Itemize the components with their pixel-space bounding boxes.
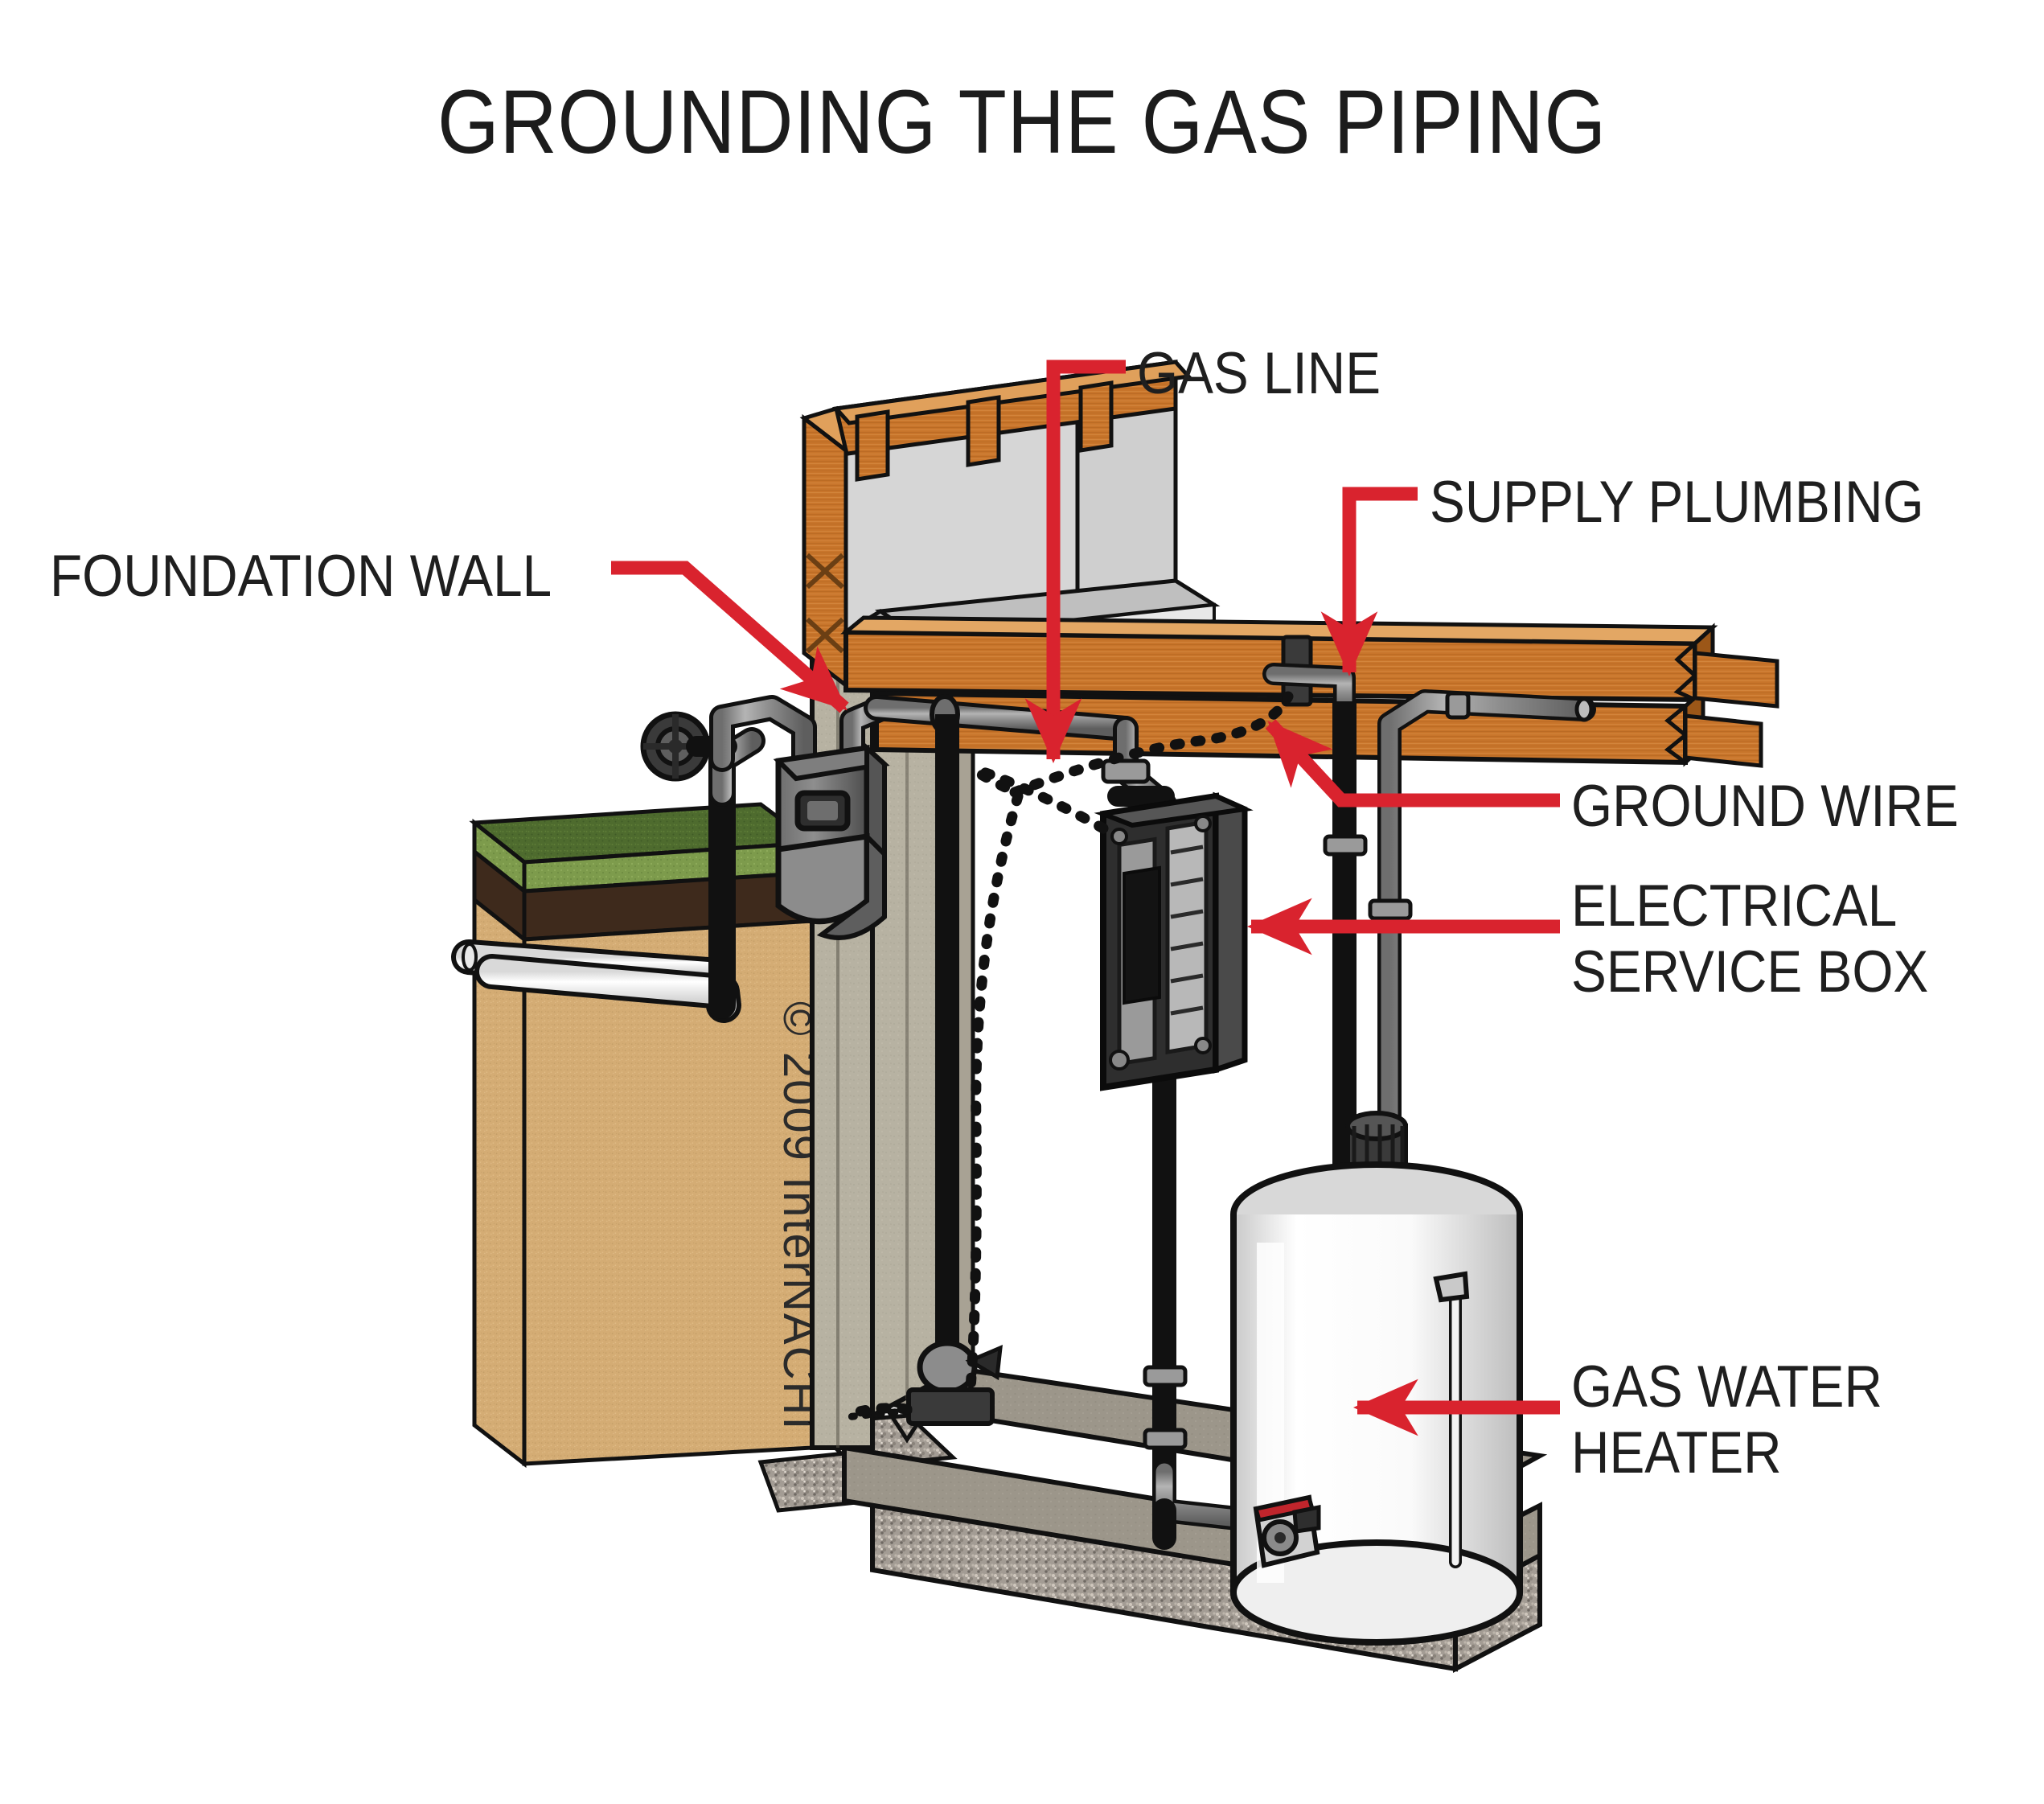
supply-plumbing	[1262, 635, 1596, 1194]
ground-clamp-gas	[906, 1387, 995, 1426]
tpr-discharge-tube	[1433, 1271, 1470, 1568]
soil-block	[469, 802, 818, 1469]
gas-control-valve	[1253, 1494, 1321, 1568]
label-foundation-wall: FOUNDATION WALL	[50, 544, 552, 609]
label-ground-wire: GROUND WIRE	[1571, 774, 1959, 839]
label-supply-plumbing: SUPPLY PLUMBING	[1430, 470, 1924, 535]
breaker-stack	[1165, 820, 1209, 1054]
leader-gas-line	[1024, 360, 1126, 764]
label-electrical-service-box: ELECTRICAL SERVICE BOX	[1571, 873, 1929, 1005]
page-title: GROUNDING THE GAS PIPING	[437, 72, 1607, 172]
electrical-service-box	[1094, 786, 1254, 1091]
label-gas-line: GAS LINE	[1137, 341, 1381, 406]
gas-water-heater	[1230, 1111, 1523, 1646]
gas-meter-assembly	[640, 695, 896, 1019]
callout-leaders	[611, 360, 1560, 1436]
leader-ground-wire	[1265, 719, 1560, 807]
leader-supply-plumbing	[1320, 487, 1418, 677]
label-gas-water-heater: GAS WATER HEATER	[1571, 1354, 1882, 1486]
gas-drop-valve	[906, 1340, 1003, 1426]
leader-foundation-wall	[611, 561, 849, 713]
ground-wire	[845, 691, 1294, 1420]
gas-meter	[773, 742, 890, 940]
